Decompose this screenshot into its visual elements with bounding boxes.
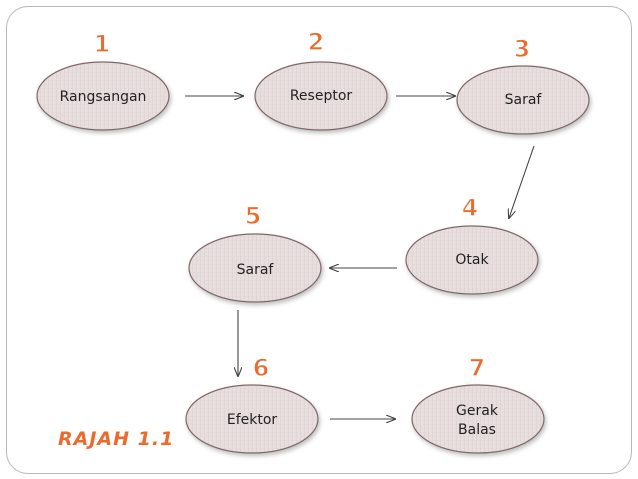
node-efektor-label: Efektor bbox=[227, 412, 278, 428]
step-number-4: 4 bbox=[462, 194, 479, 222]
node-saraf-mid: Saraf bbox=[188, 233, 322, 303]
arrow-saraf-to-otak bbox=[509, 145, 535, 218]
node-reseptor-label: Reseptor bbox=[290, 88, 353, 104]
step-number-2: 2 bbox=[308, 28, 325, 56]
step-number-6: 6 bbox=[253, 354, 270, 382]
node-rangsangan-label: Rangsangan bbox=[60, 89, 147, 105]
step-number-3: 3 bbox=[514, 35, 531, 63]
step-number-7: 7 bbox=[469, 354, 486, 382]
node-saraf-top-label: Saraf bbox=[505, 92, 543, 108]
node-rangsangan: Rangsangan bbox=[36, 61, 170, 131]
step-number-1: 1 bbox=[94, 30, 111, 58]
step-number-5: 5 bbox=[245, 202, 262, 230]
node-otak: Otak bbox=[405, 225, 539, 295]
node-efektor: Efektor bbox=[185, 384, 319, 454]
node-gerak-balas-label-line1: Gerak bbox=[456, 403, 499, 419]
node-saraf-top: Saraf bbox=[456, 65, 590, 135]
figure-caption: RAJAH 1.1 bbox=[58, 428, 175, 450]
node-saraf-mid-label: Saraf bbox=[237, 262, 275, 278]
node-reseptor: Reseptor bbox=[254, 61, 388, 131]
node-gerak-balas-label-line2: Balas bbox=[458, 422, 496, 438]
node-gerak-balas: Gerak Balas bbox=[411, 384, 545, 454]
node-otak-label: Otak bbox=[455, 252, 489, 268]
